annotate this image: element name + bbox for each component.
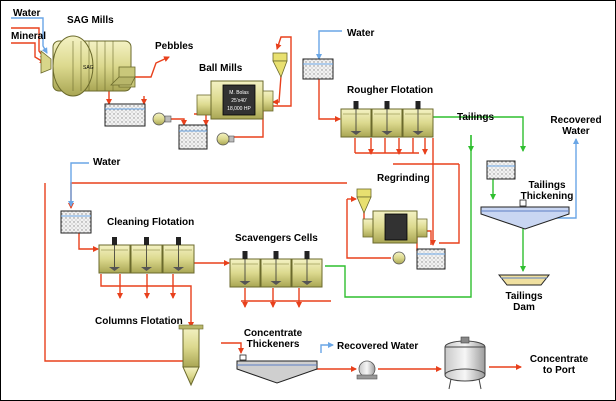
regrinding-pump — [392, 251, 406, 265]
sag-tag: SAG — [83, 65, 94, 71]
ball-mill-spec-3: 18,000 HP — [227, 106, 251, 112]
label-tailings-dam-2: Dam — [513, 302, 535, 313]
rougher-flotation-cell — [402, 101, 434, 138]
label-water-cleaning: Water — [93, 157, 121, 168]
tailings-dam — [497, 274, 551, 286]
label-tailings-thickening-2: Thickening — [521, 191, 574, 202]
ball-mill: M. Bolas 25'x40' 18,000 HP — [196, 80, 274, 120]
scavenger-cell — [229, 251, 261, 288]
tailings-lines — [325, 116, 526, 298]
sag-mill: SAG — [40, 35, 136, 97]
label-tailings-thickening-1: Tailings — [528, 180, 565, 191]
diagram-labels: Water Mineral SAG Mills Pebbles Ball Mil… — [11, 8, 602, 376]
label-regrinding: Regrinding — [377, 173, 430, 184]
label-cleaning-flotation: Cleaning Flotation — [107, 217, 194, 228]
cleaning-flotation-cell — [98, 237, 131, 274]
regrinding-hydrocyclone — [356, 188, 372, 214]
label-pebbles: Pebbles — [155, 41, 194, 52]
concentrate-storage-tank — [444, 336, 486, 390]
rougher-flotation-cell — [340, 101, 372, 138]
ball-mill-pump — [216, 132, 235, 146]
label-scavengers-cells: Scavengers Cells — [235, 233, 318, 244]
label-water-sag: Water — [13, 8, 41, 19]
rougher-feed-tank — [302, 58, 334, 80]
concentrate-thickener — [236, 354, 318, 384]
ball-mill-sump — [178, 124, 208, 150]
label-recovered-water-1: Recovered — [550, 115, 601, 126]
label-ball-mills: Ball Mills — [199, 63, 243, 74]
sag-sump — [104, 103, 146, 127]
ball-mill-spec-1: M. Bolas — [229, 90, 249, 96]
rougher-flotation-cells — [340, 101, 434, 138]
column-flotation — [178, 324, 204, 387]
cleaning-feed-tank — [60, 210, 92, 234]
tailings-thickener — [480, 199, 570, 230]
label-tailings: Tailings — [457, 112, 494, 123]
hydrocyclone-ball-mill — [272, 52, 288, 78]
label-concentrate-to-port-2: to Port — [543, 365, 576, 376]
tailings-feed-tank — [486, 160, 516, 180]
regrinding-mill — [362, 210, 428, 244]
label-concentrate-thickeners-1: Concentrate — [244, 328, 303, 339]
concentrate-pump — [356, 360, 378, 380]
ball-mill-spec-2: 25'x40' — [231, 98, 247, 104]
scavenger-cells — [229, 251, 323, 288]
label-rougher-flotation: Rougher Flotation — [347, 85, 433, 96]
sag-pump — [152, 112, 172, 126]
label-sag-mills: SAG Mills — [67, 15, 114, 26]
scavenger-cell — [260, 251, 292, 288]
label-mineral: Mineral — [11, 31, 46, 42]
water-lines — [11, 17, 579, 353]
label-tailings-dam-1: Tailings — [505, 291, 542, 302]
label-concentrate-thickeners-2: Thickeners — [247, 339, 300, 350]
label-recovered-water-bottom: Recovered Water — [337, 341, 418, 352]
scavenger-cell — [291, 251, 323, 288]
regrinding-sump — [416, 248, 446, 270]
label-columns-flotation: Columns Flotation — [95, 316, 183, 327]
cleaning-flotation-cell — [130, 237, 163, 274]
cleaning-flotation-cell — [162, 237, 195, 274]
cleaning-flotation-cells — [98, 237, 195, 274]
rougher-flotation-cell — [371, 101, 403, 138]
label-concentrate-to-port-1: Concentrate — [530, 354, 589, 365]
label-water-rougher: Water — [347, 28, 375, 39]
label-recovered-water-2: Water — [562, 126, 590, 137]
